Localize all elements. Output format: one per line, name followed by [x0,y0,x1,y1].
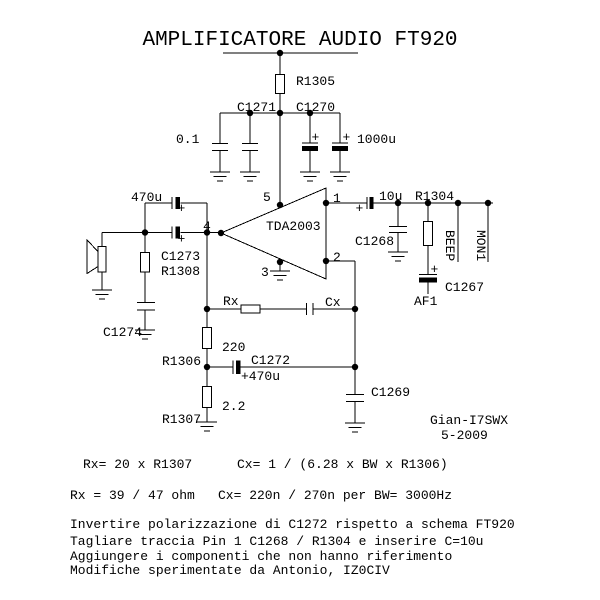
label-mon1: MON1 [473,230,488,261]
ground-symbol [387,251,409,262]
polarity-plus: + [356,201,364,216]
label-470u: 470u [131,190,162,205]
pin-3-label: 3 [261,265,269,280]
ground-symbol [269,270,291,281]
label-af1: AF1 [414,294,438,309]
output-section: + 10u R1304 C1268 + C1267 AF1 BEEP MON1 [326,189,493,309]
polarity-plus: + [178,201,186,216]
resistor-r1305 [275,74,285,94]
label-bulk-value: 1000u [357,132,396,147]
resistor-r1308 [140,252,150,273]
pin-1-label: 1 [333,191,341,206]
capacitor-c1270-plate [302,146,318,151]
resistor-rx [240,304,261,314]
polarity-plus: + [343,130,351,145]
label-rx: Rx [223,294,239,309]
power-supply-section: R1305 C1271 C1270 0.1 + + 1000u [176,49,396,206]
label-bypass-value: 0.1 [176,132,200,147]
pin-5-label: 5 [263,190,271,205]
ground-symbol [209,171,231,182]
polarity-plus: + [178,232,186,247]
label-r1306-value: 220 [222,340,245,355]
ground-symbol [329,171,351,182]
notes-block: Invertire polarizzazione di C1272 rispet… [70,517,515,578]
label-beep: BEEP [442,230,457,261]
ic-name: TDA2003 [266,219,321,234]
note-line: Invertire polarizzazione di C1272 rispet… [70,517,515,532]
ic-tda2003: TDA2003 5 1 2 3 4 [203,187,341,281]
opamp-triangle [219,187,327,280]
capacitor-1000u-plate [332,146,348,151]
supply-wires [212,52,358,206]
capacitor-470u-plate [175,197,180,209]
feedback-section: Rx Cx 220 R1306 C1272 +470u 2.2 R1307 C1… [162,232,410,433]
ground-symbol [239,171,261,182]
label-c1270: C1270 [296,100,335,115]
formula-cx: Cx= 1 / (6.28 x BW x R1306) [237,457,448,472]
label-cx: Cx [325,295,341,310]
capacitor-c1273-plate [175,226,180,239]
label-c1268: C1268 [355,234,394,249]
label-10u: 10u [379,189,402,204]
credit-name: Gian-I7SWX [430,413,508,428]
page-title: AMPLIFICATORE AUDIO FT920 [142,29,457,52]
label-c1272: C1272 [251,353,290,368]
credit-date: 5-2009 [441,428,488,443]
label-r1304: R1304 [415,189,454,204]
label-r1305: R1305 [296,74,335,89]
credit-block: Gian-I7SWX 5-2009 [430,413,508,443]
feedback-wires [206,232,364,423]
formulas-block: Rx= 20 x R1307 Cx= 1 / (6.28 x BW x R130… [70,457,452,503]
formula-rx: Rx= 20 x R1307 [83,457,192,472]
resistor-r1307 [202,386,212,408]
label-c1269: C1269 [371,385,410,400]
polarity-plus: + [312,130,320,145]
label-c1271: C1271 [237,100,276,115]
speaker-section: 470u + + C1273 R1308 C1274 [86,190,221,340]
note-line: Tagliare traccia Pin 1 C1268 / R1304 e i… [70,534,483,549]
ground-symbol [91,289,113,300]
label-c1274: C1274 [103,325,142,340]
label-c1267: C1267 [445,280,484,295]
ground-symbol [299,171,321,182]
label-r1307: R1307 [162,412,201,427]
label-r1307-value: 2.2 [222,399,245,414]
speaker-driver [97,246,107,273]
speaker-horn [86,238,99,275]
note-line: Aggiungere i componenti che non hanno ri… [70,549,452,564]
polarity-plus: + [431,262,439,277]
label-c1273: C1273 [161,249,200,264]
resistor-r1306 [202,327,212,349]
label-r1306: R1306 [162,354,201,369]
resistor-r1304 [423,221,433,246]
capacitor-10u-plate [369,197,374,209]
capacitor-c1272-plate [236,360,241,374]
label-r1308: R1308 [161,264,200,279]
formula-rx-value: Rx = 39 / 47 ohm [70,488,195,503]
formula-cx-value: Cx= 220n / 270n per BW= 3000Hz [218,488,452,503]
ground-symbol [344,422,366,433]
label-c1272-value: +470u [241,369,280,384]
speaker-wires [101,197,221,330]
note-line: Modifiche sperimentate da Antonio, IZ0CI… [70,563,390,578]
capacitor-c1267-plate [419,277,437,283]
pin-2-label: 2 [333,250,341,265]
